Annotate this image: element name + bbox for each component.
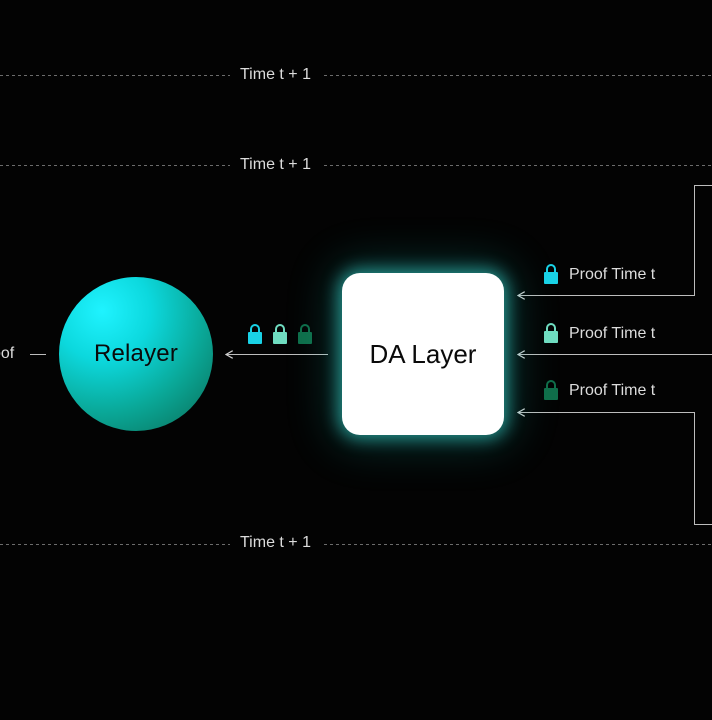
left-cut-label: oof <box>0 345 15 362</box>
time-label-2: Time t + 1 <box>230 155 321 175</box>
da-layer-node: DA Layer <box>342 273 504 435</box>
relayer-label: Relayer <box>93 340 179 367</box>
lock-body <box>248 332 262 344</box>
lock-body <box>298 332 312 344</box>
lock-shackle <box>546 264 556 274</box>
proof-connector-top <box>518 185 712 296</box>
lock-icon <box>248 324 262 344</box>
proof-label-2: Proof Time t <box>569 325 656 342</box>
lock-icon <box>544 264 558 284</box>
lock-body <box>273 332 287 344</box>
time-label-3: Time t + 1 <box>230 533 321 553</box>
proof-label-3: Proof Time t <box>569 382 656 399</box>
lock-shackle <box>546 323 556 333</box>
lock-shackle <box>546 380 556 390</box>
lock-shackle <box>300 324 310 334</box>
lock-icon <box>273 324 287 344</box>
relayer-node: Relayer <box>59 277 213 431</box>
lock-icon <box>544 380 558 400</box>
lock-shackle <box>250 324 260 334</box>
lock-icon <box>544 323 558 343</box>
proof-connector-bottom <box>518 413 712 525</box>
lock-icon <box>298 324 312 344</box>
lock-body <box>544 272 558 284</box>
lock-body <box>544 388 558 400</box>
time-label-1: Time t + 1 <box>230 65 321 85</box>
da-layer-label: DA Layer <box>369 338 477 369</box>
lock-body <box>544 331 558 343</box>
lock-shackle <box>275 324 285 334</box>
proof-label-1: Proof Time t <box>569 266 656 283</box>
